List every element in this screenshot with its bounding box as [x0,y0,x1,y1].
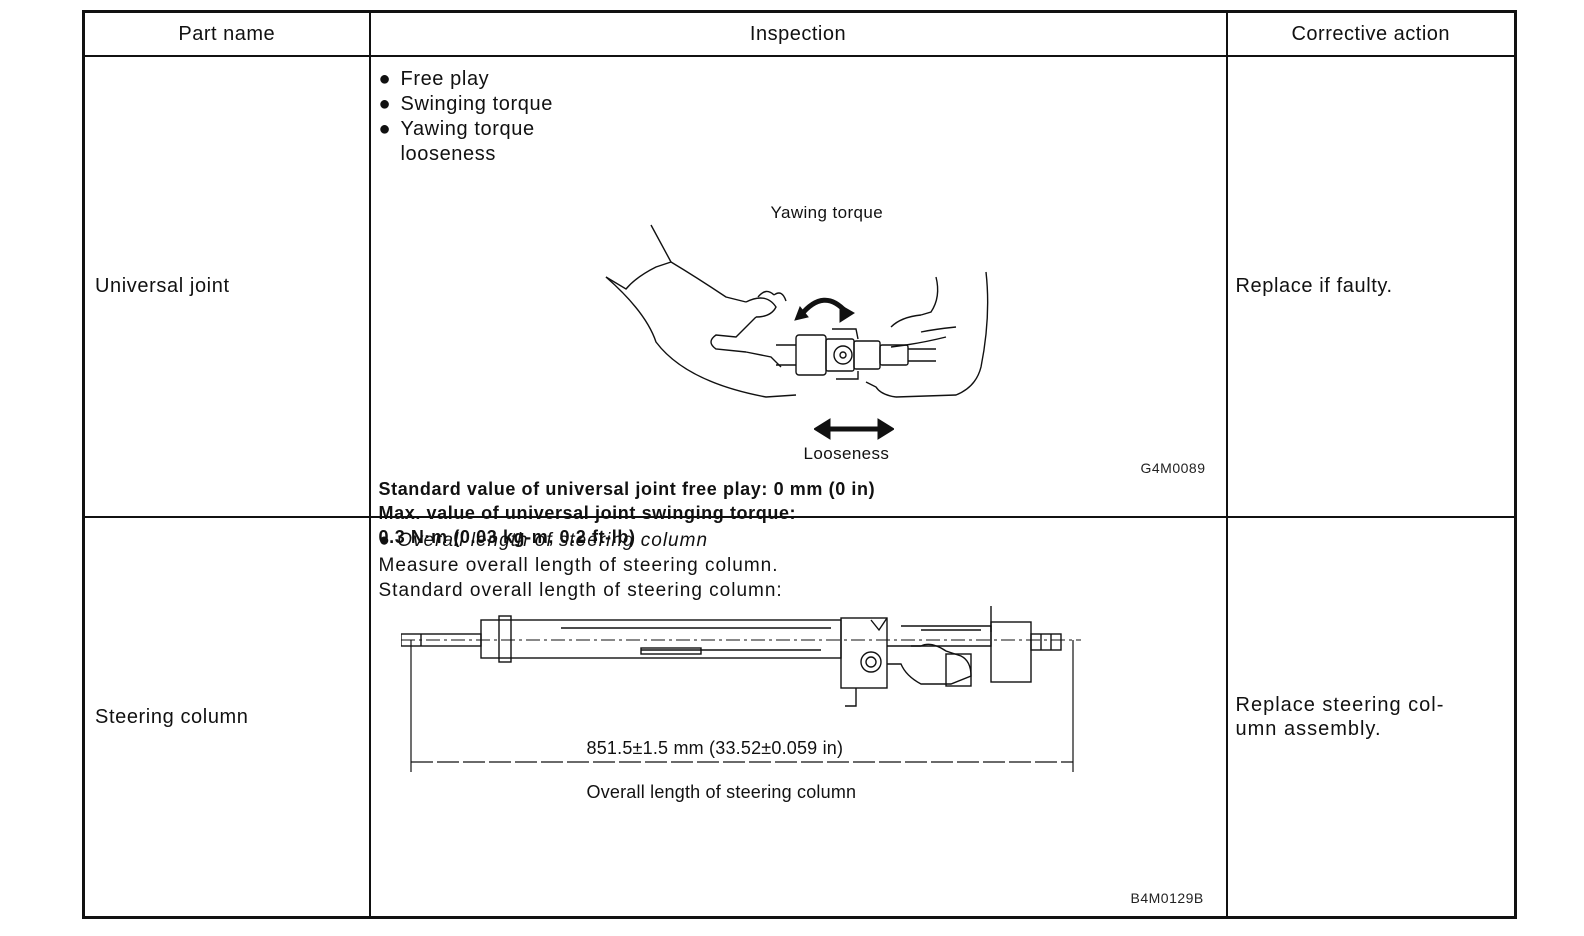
part-name: Steering column [95,705,249,728]
figure-code: B4M0129B [1130,890,1204,906]
header-corrective-action: Corrective action [1225,10,1517,57]
part-name-cell: Steering column [82,516,371,919]
spec-line: Max. value of universal joint swinging t… [378,503,797,523]
corrective-action-cell: Replace steering col- umn assembly. [1225,516,1517,919]
part-name: Universal joint [95,275,230,297]
list-item: ● Overall length of steering column [378,530,709,551]
bullet-icon: ● [378,68,392,90]
header-row: Part name Inspection Corrective action [82,10,1517,57]
inspection-list: ● Free play ● Swinging torque ● Yawing torq… [379,67,553,167]
table-row: Steering column ● Overall length of stee… [82,516,1517,919]
looseness-label: Looseness [803,444,890,463]
corrective-action: Replace if faulty. [1235,275,1393,297]
list-item: Swinging torque [400,93,553,115]
figure-code: G4M0089 [1140,460,1206,476]
spec-line: Standard value of universal joint free p… [378,479,876,499]
dimension-label: 851.5±1.5 mm (33.52±0.059 in) [586,738,844,758]
inspection-text: ● Overall length of steering column Meas… [379,528,783,603]
header-inspection: Inspection [368,10,1228,57]
list-item: Yawing torque [400,118,535,140]
bullet-icon: ● [378,93,392,115]
inspection-table: Part name Inspection Corrective action U… [82,10,1517,919]
bullet-icon: ● [378,530,391,551]
list-item-continuation: looseness [400,143,496,165]
corrective-action-cell: Replace if faulty. [1225,55,1517,518]
inspection-cell: ● Free play ● Swinging torque ● Yawing torq… [368,55,1228,547]
corrective-action-line: Replace steering col- [1235,694,1445,716]
spec-values: Standard value of universal joint free p… [379,477,876,549]
instruction-line: Standard overall length of steering colu… [378,580,783,601]
table-row: Universal joint ● Free play ● Swinging tor… [82,55,1517,547]
instruction-line: Measure overall length of steering colum… [378,555,779,576]
steering-column-illustration [400,606,1081,772]
inspection-cell: ● Overall length of steering column Meas… [368,516,1228,919]
spec-line: 0.3 N·m (0.03 kg-m, 0.2 ft-lb) [378,527,636,547]
list-item: Free play [400,68,490,90]
part-name-cell: Universal joint [82,55,371,518]
yawing-torque-label: Yawing torque [770,203,884,222]
looseness-arrow-icon [813,418,894,440]
header-part-name: Part name [82,10,371,57]
dimension-caption: Overall length of steering column [586,782,857,802]
corrective-action-line: umn assembly. [1235,718,1382,740]
bullet-icon: ● [378,118,392,140]
universal-joint-illustration [605,224,988,398]
